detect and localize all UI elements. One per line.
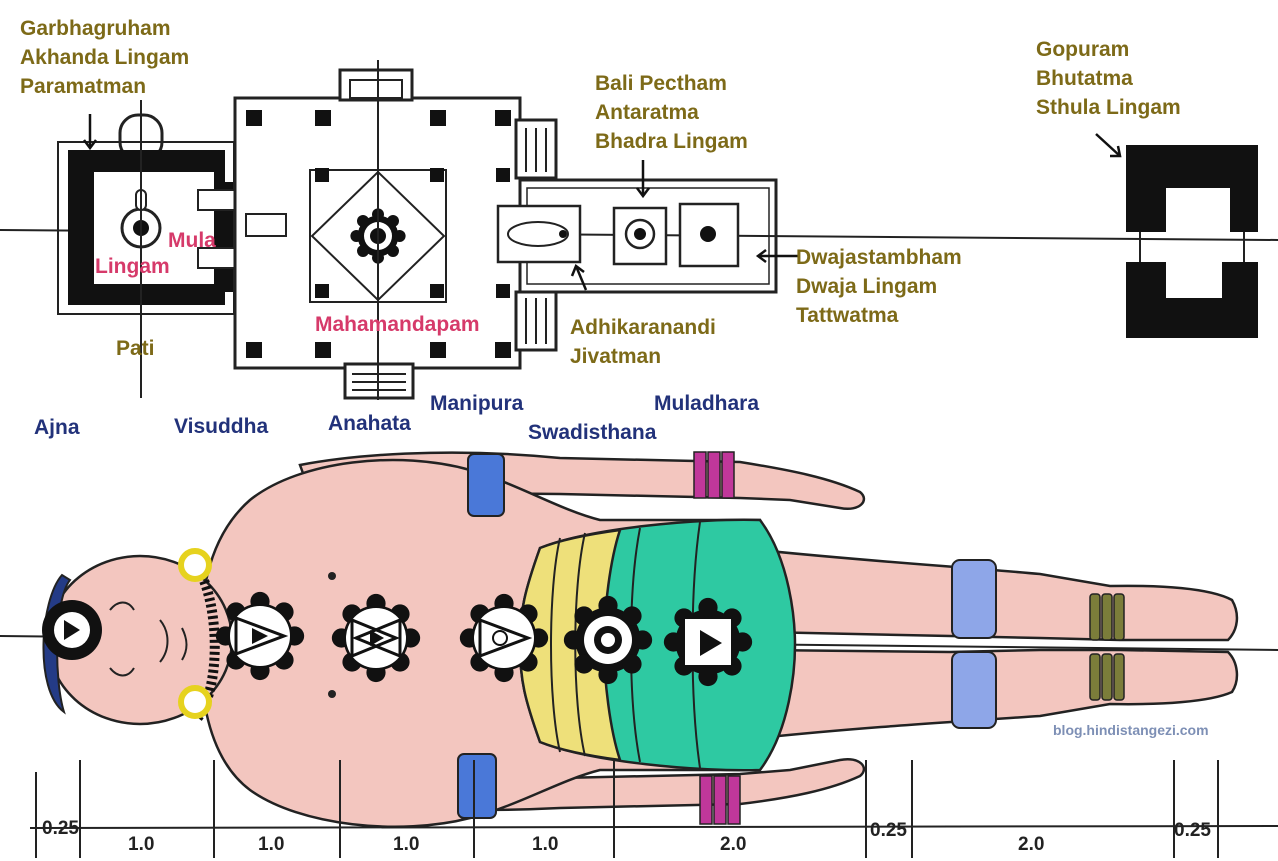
muladhara-chakra-symbol	[663, 597, 753, 687]
anahata-label: Anahata	[328, 412, 411, 435]
watermark: blog.hindistangezi.com	[1053, 722, 1209, 738]
swadisthana-label: Swadisthana	[528, 421, 657, 444]
dwajastambham-line2: Dwaja Lingam	[796, 275, 938, 298]
scale-label: 0.25	[1174, 820, 1211, 841]
adhikaranandi-line1: Adhikaranandi	[570, 316, 716, 339]
mula-label: Mula	[168, 229, 216, 252]
bali-pectham-line3: Bhadra Lingam	[595, 130, 748, 153]
swadisthana-chakra-symbol	[563, 595, 653, 685]
dwajastambham-line1: Dwajastambham	[796, 246, 962, 269]
visuddha-chakra-symbol	[215, 591, 305, 681]
adhikaranandi-line2: Jivatman	[570, 345, 662, 368]
scale-label: 1.0	[128, 834, 155, 855]
manipura-label: Manipura	[430, 392, 524, 415]
dwajastambham-label: Dwajastambham Dwaja Lingam Tattwatma	[796, 243, 962, 330]
adhikaranandi-label: Adhikaranandi Jivatman	[570, 313, 716, 371]
scale-label: 2.0	[1018, 834, 1045, 855]
garbhagruham-plan	[57, 100, 265, 398]
garbhagruham-line1: Garbhagruham	[20, 17, 171, 40]
anahata-chakra-symbol	[331, 593, 421, 683]
chakra-symbols	[42, 591, 753, 687]
gopuram-line2: Bhutatma	[1036, 67, 1133, 90]
scale-label: 1.0	[258, 834, 285, 855]
scale-label: 0.25	[42, 818, 79, 839]
mahamandapam-plan	[233, 60, 558, 400]
gopuram-label: Gopuram Bhutatma Sthula Lingam	[1036, 35, 1181, 122]
visuddha-label: Visuddha	[174, 415, 269, 438]
scale-label: 0.25	[870, 820, 907, 841]
ajna-chakra-symbol	[42, 600, 102, 660]
corridor-plan	[496, 178, 778, 294]
bali-pectham-line2: Antaratma	[595, 101, 699, 124]
gopuram-line1: Gopuram	[1036, 38, 1130, 61]
scale-bar	[29, 760, 1278, 858]
gopuram-plan	[1126, 145, 1258, 338]
garbhagruham-label: Garbhagruham Akhanda Lingam Paramatman	[20, 14, 189, 101]
pointer-arrows	[83, 114, 1122, 291]
pati-label: Pati	[116, 337, 155, 360]
scale-label: 1.0	[532, 834, 559, 855]
garbhagruham-line3: Paramatman	[20, 75, 147, 98]
ajna-label: Ajna	[34, 416, 80, 439]
garbhagruham-line2: Akhanda Lingam	[20, 46, 190, 69]
scale-label: 2.0	[720, 834, 747, 855]
lingam-label: Lingam	[95, 255, 170, 278]
temple-floor-plan	[57, 60, 1258, 400]
mahamandapam-label: Mahamandapam	[315, 313, 480, 336]
manipura-chakra-symbol	[459, 593, 549, 683]
gopuram-line3: Sthula Lingam	[1036, 96, 1181, 119]
dwajastambham-line3: Tattwatma	[796, 304, 899, 327]
scale-label: 1.0	[393, 834, 420, 855]
bali-pectham-label: Bali Pectham Antaratma Bhadra Lingam	[595, 69, 748, 156]
bali-pectham-line1: Bali Pectham	[595, 72, 727, 95]
muladhara-label: Muladhara	[654, 392, 760, 415]
